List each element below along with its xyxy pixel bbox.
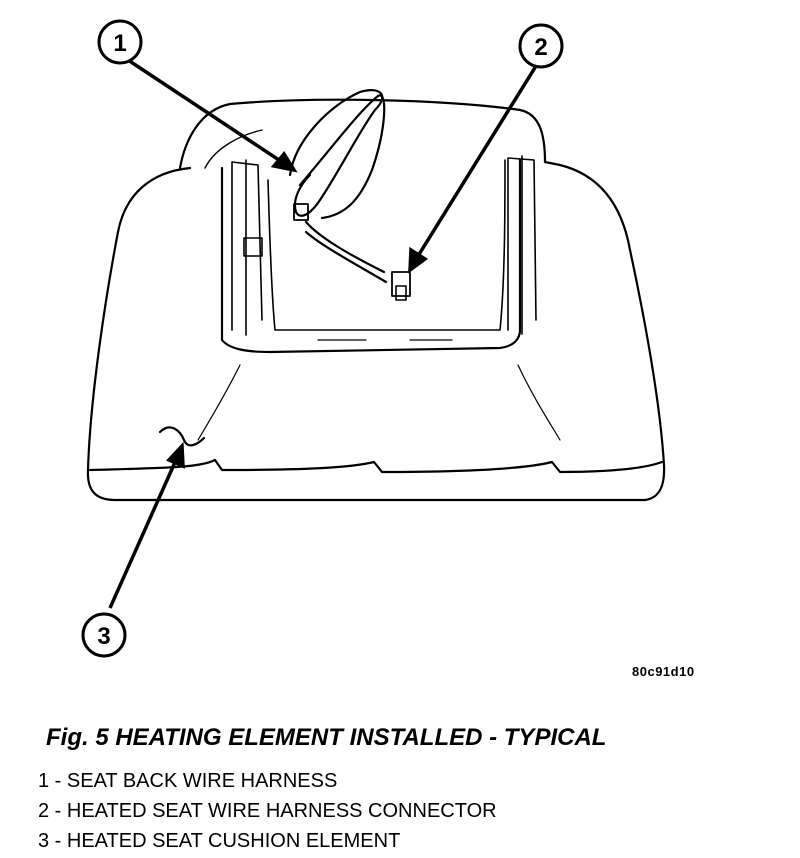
arrowhead-2 [408, 246, 429, 274]
wire-harness-2 [298, 94, 386, 220]
cushion-crease-left [197, 364, 241, 441]
opening-inner [267, 159, 506, 331]
cushion-crease-right [517, 364, 561, 441]
seat-back-inner [204, 129, 263, 169]
callout-3: 3 [81, 612, 127, 658]
arrowhead-1 [270, 151, 298, 173]
legend-item: 1 - SEAT BACK WIRE HARNESS [38, 770, 338, 792]
legend-item: 3 - HEATED SEAT CUSHION ELEMENT [38, 830, 401, 852]
callout-2-number: 2 [534, 34, 547, 61]
connector-heated-seat [391, 271, 411, 297]
leader-line-3 [108, 459, 178, 609]
left-clip [243, 237, 263, 257]
heating-element-marker [158, 426, 206, 447]
wire-to-connector-2 [304, 230, 388, 284]
callout-1-number: 1 [113, 30, 126, 57]
callout-2: 2 [518, 23, 564, 69]
cushion-seam [88, 458, 664, 474]
figure-caption: Fig. 5 HEATING ELEMENT INSTALLED - TYPIC… [46, 724, 607, 751]
left-channel [231, 159, 263, 336]
legend-item: 2 - HEATED SEAT WIRE HARNESS CONNECTOR [38, 800, 497, 822]
legend-list: 1 - SEAT BACK WIRE HARNESS 2 - HEATED SE… [38, 766, 497, 856]
right-channel [507, 155, 537, 335]
arrowhead-3 [166, 441, 185, 469]
callout-1: 1 [97, 19, 143, 65]
seat-cushion-outline [86, 160, 666, 502]
callout-3-number: 3 [97, 623, 110, 650]
seat-cushion-illustration: 1 2 3 [81, 19, 666, 658]
wire-harness [288, 89, 384, 217]
drawing-code: 80c91d10 [632, 664, 695, 679]
leader-line-2 [416, 65, 538, 257]
leader-line-1 [127, 58, 283, 164]
connector-seat-back [293, 203, 309, 221]
wire-to-connector [304, 220, 386, 274]
center-opening [220, 158, 522, 354]
